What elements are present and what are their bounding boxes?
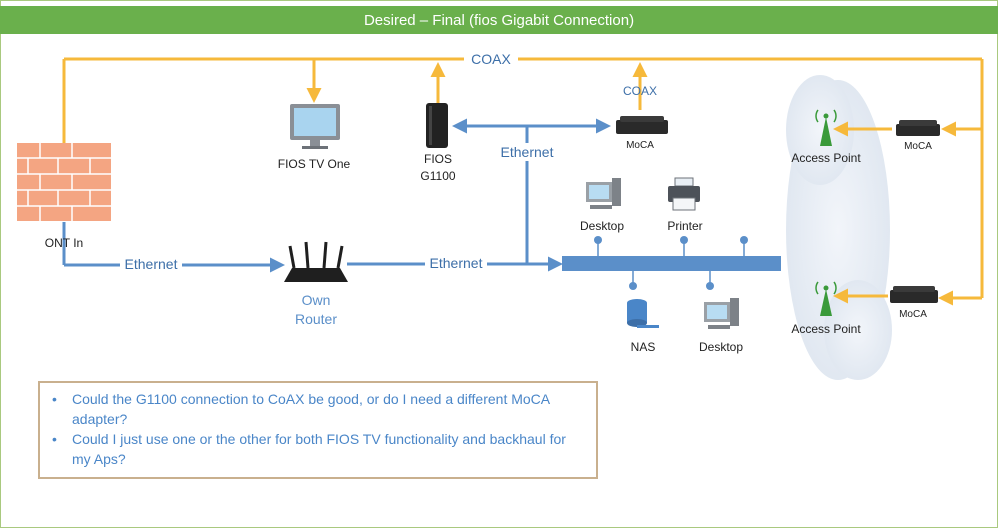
printer-icon (668, 177, 700, 211)
access-point-top-icon (815, 109, 837, 146)
ont-brick-wall (17, 143, 111, 221)
moca-top-icon (896, 120, 940, 136)
title-bar: Desired – Final (fios Gigabit Connection… (0, 6, 998, 34)
tv-monitor-icon (290, 104, 340, 149)
access-point-bottom-icon (815, 281, 837, 316)
nas-icon (627, 299, 659, 328)
desktop-top-label: Desktop (580, 219, 624, 233)
g1100-gateway-icon (426, 103, 448, 148)
question-item: Could the G1100 connection to CoAX be go… (48, 389, 586, 429)
moca-bottom-label: MoCA (899, 309, 927, 320)
desktop-bottom-icon (704, 298, 739, 329)
moca-center-label: MoCA (626, 140, 654, 151)
switch-bar (562, 236, 781, 290)
ont-label: ONT In (45, 236, 83, 250)
questions-box: Could the G1100 connection to CoAX be go… (38, 381, 598, 479)
cloud-shape (786, 75, 892, 380)
printer-label: Printer (667, 219, 702, 233)
question-item: Could I just use one or the other for bo… (48, 429, 586, 469)
moca-center-icon (616, 116, 668, 134)
fios-label-line2: G1100 (420, 169, 455, 183)
nas-label: NAS (631, 340, 656, 354)
access-point-bottom-label: Access Point (791, 322, 861, 336)
questions-list: Could the G1100 connection to CoAX be go… (48, 389, 586, 469)
router-label-line2: Router (295, 311, 337, 327)
ethernet-right-label: Ethernet (430, 255, 483, 271)
coax-lines (62, 57, 984, 306)
coax-main-label: COAX (471, 51, 511, 67)
ethernet-left-label: Ethernet (125, 256, 178, 272)
router-label-line1: Own (302, 292, 331, 308)
diagram-title: Desired – Final (fios Gigabit Connection… (363, 11, 635, 29)
coax-small-label: COAX (623, 84, 657, 98)
desktop-top-icon (586, 178, 621, 209)
moca-top-label: MoCA (904, 141, 932, 152)
desktop-bottom-label: Desktop (699, 340, 743, 354)
ethernet-upper-label: Ethernet (501, 144, 554, 160)
access-point-top-label: Access Point (791, 151, 861, 165)
fios-label-line1: FIOS (424, 152, 452, 166)
moca-bottom-icon (890, 286, 938, 303)
fios-tv-label: FIOS TV One (278, 157, 351, 171)
router-icon (284, 241, 348, 282)
